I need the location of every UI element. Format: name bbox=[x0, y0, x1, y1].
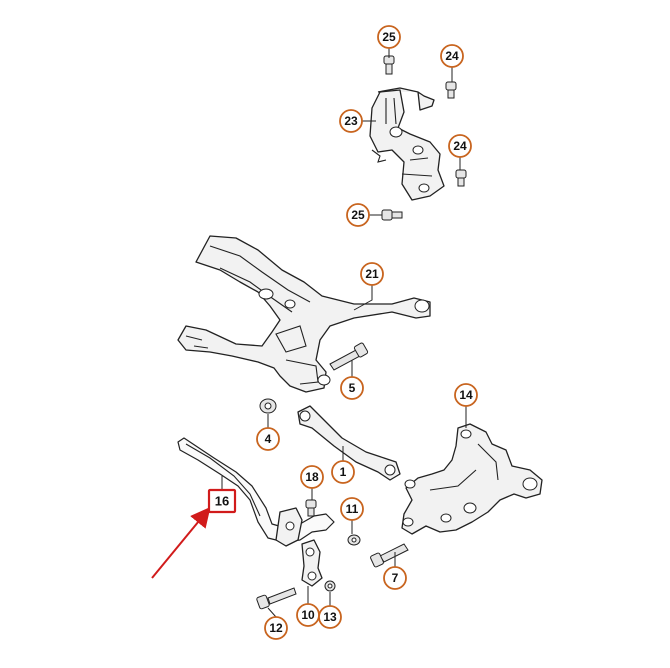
nut-13 bbox=[324, 580, 336, 592]
callout-14[interactable]: 14 bbox=[454, 383, 478, 407]
callout-25-top[interactable]: 25 bbox=[377, 25, 401, 49]
callout-label: 23 bbox=[344, 114, 358, 128]
bolt-12 bbox=[256, 587, 297, 610]
callout-label: 10 bbox=[301, 608, 315, 622]
callout-label: 13 bbox=[323, 610, 337, 624]
callout-label: 4 bbox=[265, 432, 272, 446]
long-bolt-5 bbox=[329, 342, 369, 371]
height-sensor-bracket bbox=[369, 87, 445, 201]
callout-label: 5 bbox=[349, 381, 356, 395]
callout-4[interactable]: 4 bbox=[256, 427, 280, 451]
wheel-carrier bbox=[401, 423, 543, 535]
callout-label: 21 bbox=[365, 267, 379, 281]
callout-18[interactable]: 18 bbox=[300, 465, 324, 489]
bolt-18 bbox=[305, 499, 317, 517]
callout-label: 25 bbox=[382, 30, 396, 44]
callout-label: 18 bbox=[305, 470, 319, 484]
rear-subframe bbox=[177, 235, 431, 393]
bolt-lower-left bbox=[381, 209, 403, 221]
callout-24-mid[interactable]: 24 bbox=[448, 134, 472, 158]
lateral-link bbox=[297, 405, 401, 481]
callout-label: 16 bbox=[215, 494, 229, 509]
callout-label: 11 bbox=[346, 502, 359, 516]
nut-11 bbox=[347, 534, 361, 546]
callout-label: 12 bbox=[269, 621, 283, 635]
bolt-mid-right bbox=[455, 169, 467, 187]
leader-lines bbox=[221, 48, 467, 618]
callout-label: 24 bbox=[445, 49, 459, 63]
pointer-arrow bbox=[151, 506, 211, 579]
callout-label: 1 bbox=[340, 465, 347, 479]
callout-label: 7 bbox=[392, 571, 399, 585]
long-bolt-7 bbox=[370, 543, 409, 568]
callout-10[interactable]: 10 bbox=[296, 603, 320, 627]
callout-21[interactable]: 21 bbox=[360, 262, 384, 286]
callout-7[interactable]: 7 bbox=[383, 566, 407, 590]
callout-16-highlighted[interactable]: 16 bbox=[207, 488, 237, 514]
bolt-top-left bbox=[383, 55, 395, 75]
drop-link-10 bbox=[301, 539, 323, 587]
callout-12[interactable]: 12 bbox=[264, 616, 288, 640]
callout-23[interactable]: 23 bbox=[339, 109, 363, 133]
bolt-top-right bbox=[445, 81, 457, 99]
callout-24-top[interactable]: 24 bbox=[440, 44, 464, 68]
callout-label: 14 bbox=[459, 388, 473, 402]
nut-4 bbox=[259, 398, 277, 414]
anti-roll-bar bbox=[177, 437, 335, 543]
callout-25-lower[interactable]: 25 bbox=[346, 203, 370, 227]
callout-11[interactable]: 11 bbox=[340, 497, 364, 521]
callout-1[interactable]: 1 bbox=[331, 460, 355, 484]
callout-5[interactable]: 5 bbox=[340, 376, 364, 400]
callout-label: 24 bbox=[453, 139, 467, 153]
callout-label: 25 bbox=[351, 208, 365, 222]
stabilizer-clamp bbox=[275, 507, 303, 547]
callout-13[interactable]: 13 bbox=[318, 605, 342, 629]
